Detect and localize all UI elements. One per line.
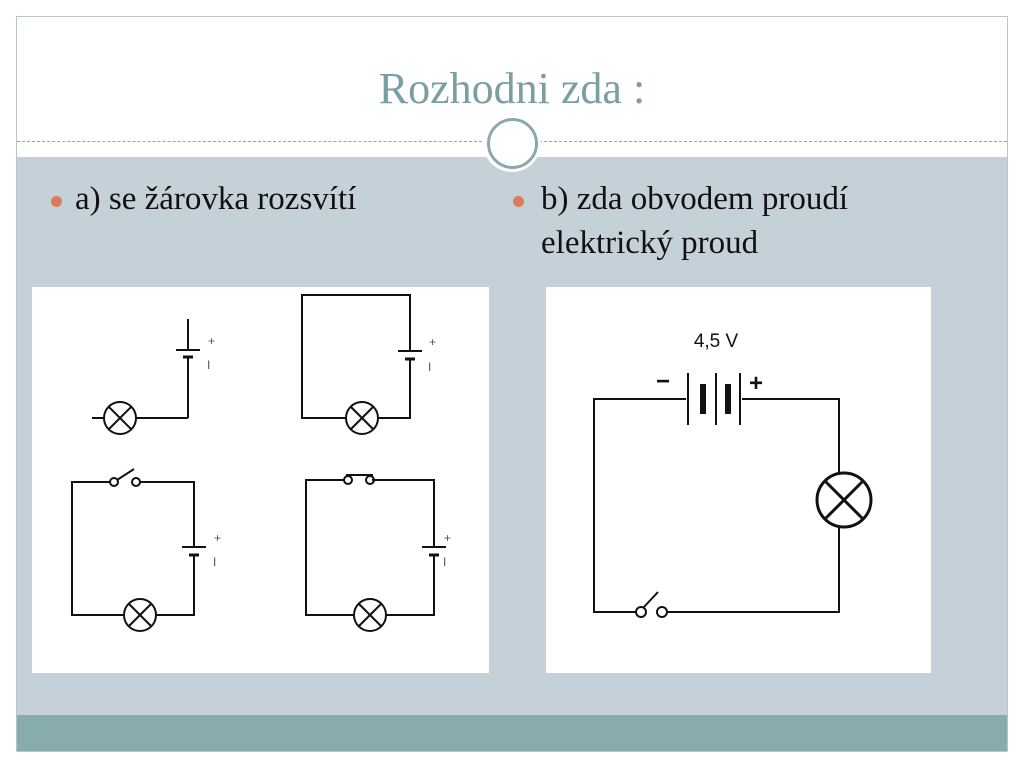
- title-divider-right: [539, 141, 1007, 142]
- bullet-left-text: a) se žárovka rozsvítí: [75, 181, 357, 217]
- bulb-icon: [815, 471, 873, 529]
- circuit-2: [301, 294, 422, 435]
- battery-minus-label: I: [207, 358, 210, 372]
- voltage-label: 4,5 V: [694, 331, 739, 352]
- circuit-1: [92, 319, 200, 435]
- battery-plus-label: +: [214, 531, 221, 545]
- battery-plus-label: +: [208, 334, 215, 348]
- slide: Rozhodni zda : a) se žárovka rozsvítí b)…: [16, 16, 1008, 752]
- switch-icon: [635, 606, 647, 618]
- battery-plus-label: +: [429, 335, 436, 349]
- title-divider-left: [17, 141, 487, 142]
- bullet-left: a) se žárovka rozsvítí: [51, 177, 491, 227]
- bullet-right: b) zda obvodem proudí elektrický proud: [513, 177, 983, 277]
- left-circuits-diagram: + I + I + I + I: [71, 294, 451, 632]
- bullet-right-line2: elektrický proud: [541, 225, 759, 261]
- battery-icon: [687, 373, 741, 425]
- right-circuit-panel: 4,5 V − +: [546, 287, 931, 673]
- right-circuit-diagram: 4,5 V − +: [593, 331, 873, 618]
- battery-plus-label: +: [444, 531, 451, 545]
- left-circuits-panel: + I + I + I + I: [32, 287, 489, 673]
- footer-band: [17, 715, 1007, 751]
- battery-minus-label: I: [443, 555, 446, 569]
- bullet-right-line1: b) zda obvodem proudí: [541, 181, 849, 217]
- circuit-4: [305, 474, 446, 632]
- divider-ring-inner: [487, 118, 538, 169]
- switch-icon: [109, 477, 119, 487]
- battery-minus-label: I: [213, 555, 216, 569]
- minus-label: −: [656, 368, 670, 395]
- bullet-dot-icon: [513, 196, 524, 207]
- plus-label: +: [749, 370, 763, 397]
- slide-title: Rozhodni zda :: [378, 64, 646, 113]
- bullet-dot-icon: [51, 196, 62, 207]
- circuit-3: [71, 468, 206, 632]
- battery-minus-label: I: [428, 360, 431, 374]
- switch-icon: [343, 475, 353, 485]
